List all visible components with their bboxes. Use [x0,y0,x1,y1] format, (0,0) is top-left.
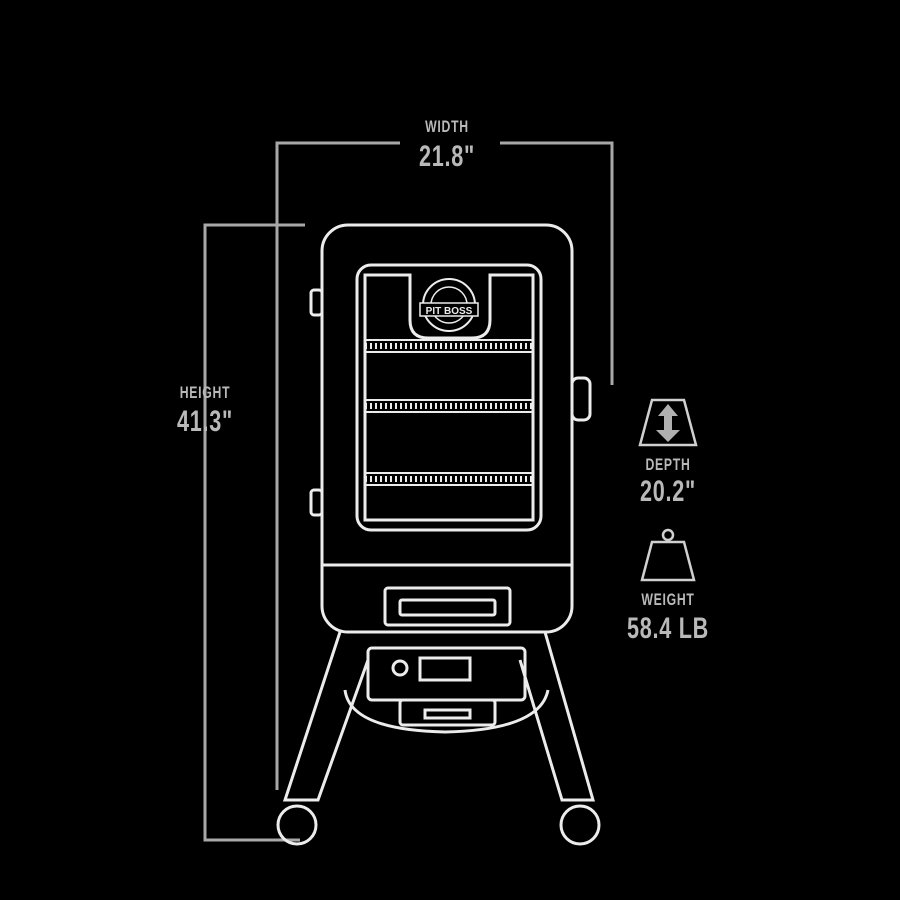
right-wheel [559,804,601,846]
width-label: WIDTH [425,117,469,136]
base-curve [343,689,550,734]
control-panel [366,646,527,702]
right-leg [518,631,595,802]
height-dimension-line [203,223,305,842]
logo-badge [419,278,479,332]
height-value: 41.3" [177,405,233,438]
control-display [418,656,472,682]
cabinet-body [320,223,574,634]
window-outer [355,263,543,532]
depth-arrow-icon [638,398,698,447]
weight-value: 58.4 LB [627,612,709,645]
weight-label: WEIGHT [641,590,695,609]
logo-text: PIT BOSS [426,306,473,317]
left-leg [282,631,370,802]
rack-1 [364,339,534,353]
door-handle [570,376,592,422]
hinge-bottom [309,488,324,517]
lower-drawer [398,698,497,727]
drawer-handle [398,598,497,617]
rack-2 [364,399,534,413]
control-knob [391,659,409,677]
rack-3 [364,472,534,486]
width-value: 21.8" [419,140,475,173]
cooking-racks [364,339,534,486]
left-wheel [276,804,318,846]
depth-value: 20.2" [640,475,696,508]
dimension-lines [203,141,614,842]
weight-icon [640,528,696,582]
drawer [383,586,512,627]
depth-label: DEPTH [645,455,691,474]
lower-drawer-handle [423,708,472,720]
window-inner [363,273,535,522]
width-dimension-line [275,141,614,790]
height-label: HEIGHT [179,383,231,402]
hinge-top [309,288,324,317]
smoker-outline [276,223,601,846]
